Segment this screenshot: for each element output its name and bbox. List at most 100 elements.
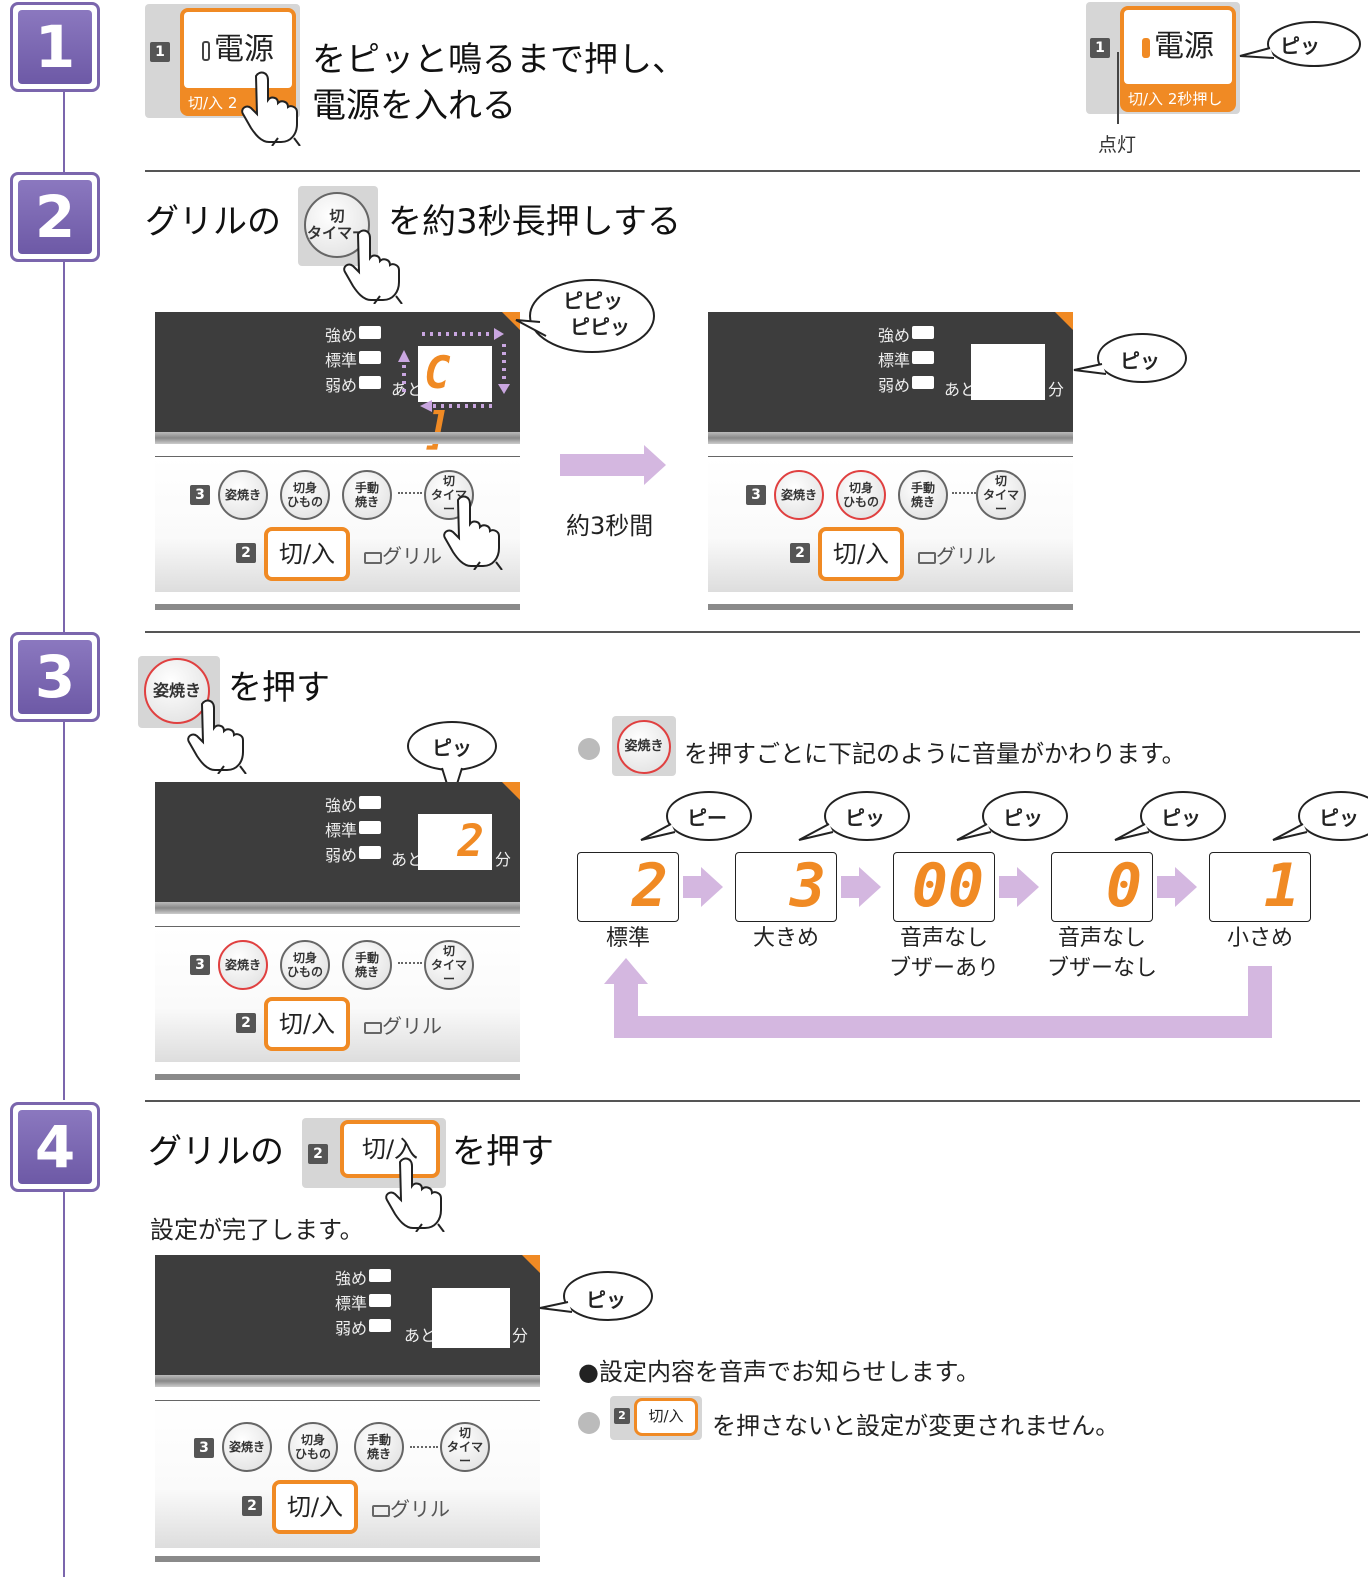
step-connector [63,1192,65,1577]
key-number-3: 3 [190,955,210,975]
volume-label: 音声なしブザーなし [1046,926,1157,981]
step-connector [63,92,65,172]
step-number-1: 1 [10,2,100,92]
sugatayaki-button[interactable]: 姿焼き [144,658,210,724]
fish-icon [372,1504,390,1517]
fun-label: 分 [1048,380,1065,399]
panel-rail [155,1074,520,1080]
grill-onoff-button[interactable]: 切/入 [340,1120,440,1178]
level-standard: 標準 [335,1290,391,1314]
shudo-button[interactable]: 手動焼き [898,470,948,520]
panel-separator [155,432,520,444]
sugatayaki-button[interactable]: 姿焼き [774,470,824,520]
grill-onoff-button[interactable]: 切/入 [818,527,904,581]
volume-label: 標準 [605,926,650,951]
shudo-button[interactable]: 手動焼き [354,1422,404,1472]
key-number-3: 3 [746,485,766,505]
power-button[interactable]: 電源 切/入 2 [180,8,296,116]
level-strong: 強め [325,792,381,816]
divider [145,1100,1360,1102]
timer-display: 2 [418,814,492,870]
beep-text: ピッ [1003,806,1043,830]
panel-rail [708,604,1073,610]
key-number-3: 3 [194,1438,214,1458]
dotted-leader [398,962,422,964]
sugatayaki-button[interactable]: 姿焼き [218,940,268,990]
volume-display: 0 [1051,851,1153,922]
key-number-2: 2 [790,543,810,563]
step1-instruction-line1: をピッと鳴るまで押し、 [312,40,686,80]
panel-rail [155,604,520,610]
beep-text: ピッ [432,736,472,760]
grill-label: グリル [364,1010,442,1039]
bullet-icon [578,738,600,760]
kirimi-button[interactable]: 切身ひもの [836,470,886,520]
shudo-button[interactable]: 手動焼き [342,470,392,520]
ato-label: あと [391,380,424,399]
key-number-2: 2 [242,1496,262,1516]
next-arrow [683,876,701,898]
bullet-icon [578,1412,600,1434]
key-number-3: 3 [190,485,210,505]
rotation-arrows-icon [398,328,510,412]
ato-label: あと [404,1326,437,1345]
volume-value: 1 [1263,851,1300,921]
level-strong: 強め [325,322,381,346]
dotted-leader [952,492,976,494]
step4-prefix: グリルの [148,1132,284,1172]
level-strong: 強め [335,1265,391,1289]
panel-separator [155,902,520,914]
hand-pointer-icon [443,495,503,570]
grill-label: グリル [372,1493,450,1522]
step-number-4: 4 [10,1102,100,1192]
hand-pointer-icon [343,229,403,304]
power-sub-label: 切/入 2秒押し [1128,90,1223,108]
transition-arrow-head [644,445,666,485]
timer-button[interactable]: 切タイマー [424,940,474,990]
timer-button[interactable]: 切タイマー [976,470,1026,520]
level-weak: 弱め [878,372,934,396]
beep-text: ピッ [1319,806,1359,830]
level-strong: 強め [878,322,934,346]
timer-display [971,344,1045,400]
key-number-2: 2 [236,543,256,563]
return-arrow [614,982,638,1038]
shudo-button[interactable]: 手動焼き [342,940,392,990]
kirimi-button[interactable]: 切身ひもの [280,470,330,520]
grill-onoff-button[interactable]: 切/入 [272,1480,358,1534]
level-weak: 弱め [325,842,381,866]
leader-line [1117,52,1119,124]
beep-text: ピッ [1161,806,1201,830]
speech-bubble [1272,791,1368,841]
grill-onoff-button[interactable]: 切/入 [264,527,350,581]
sugatayaki-button[interactable]: 姿焼き [218,470,268,520]
next-arrow [999,876,1017,898]
timer-button[interactable]: 切タイマー [440,1422,490,1472]
speech-bubble [515,279,655,353]
step-connector [63,262,65,632]
next-arrow-head [859,867,881,907]
speech-bubble [798,791,910,841]
key-number-1: 1 [150,42,170,62]
grill-onoff-button[interactable]: 切/入 [264,997,350,1051]
volume-value: 2 [631,851,668,921]
step3-text: を押す [228,668,330,708]
timer-button[interactable]: 切タイマー [424,470,474,520]
timer-display [432,1288,510,1348]
step4-sub: 設定が完了します。 [150,1216,364,1244]
key-number-2: 2 [308,1144,328,1164]
next-arrow-head [1017,867,1039,907]
kirimi-button[interactable]: 切身ひもの [288,1422,338,1472]
level-standard: 標準 [325,347,381,371]
step-number-3: 3 [10,632,100,722]
volume-display: 1 [1209,851,1311,922]
step4-note1: ●設定内容を音声でお知らせします。 [578,1358,981,1386]
ato-label: あと [391,850,424,869]
key-number-2: 2 [236,1013,256,1033]
kirimi-button[interactable]: 切身ひもの [280,940,330,990]
lamp-icon [202,40,210,61]
level-weak: 弱め [325,372,381,396]
volume-value: 3 [789,851,826,921]
sugatayaki-button[interactable]: 姿焼き [222,1422,272,1472]
dotted-leader [398,492,422,494]
